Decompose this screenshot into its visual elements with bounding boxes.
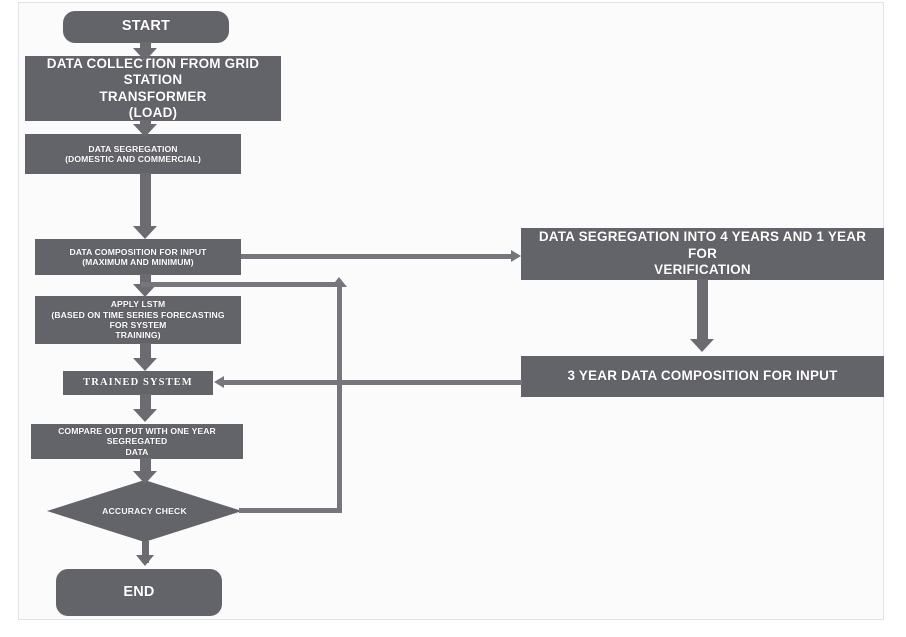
node-three-year-composition-label: 3 YEAR DATA COMPOSITION FOR INPUT: [567, 368, 838, 384]
edge-composition-to-lstm-arrow: [133, 284, 157, 297]
node-compare-output-text: COMPARE OUT PUT WITH ONE YEAR SEGREGATED…: [37, 426, 237, 457]
node-apply-lstm-line1: APPLY LSTM: [110, 299, 166, 310]
node-trained-system[interactable]: TRAINED SYSTEM: [63, 371, 213, 395]
node-data-segregation-text: DATA SEGREGATION (DOMESTIC AND COMMERCIA…: [31, 144, 235, 165]
node-end-label: END: [123, 583, 155, 600]
node-end[interactable]: END: [56, 569, 222, 616]
edge-accuracy-feedback-arrow: [331, 277, 347, 287]
edge-start-to-data-collection-arrow: [133, 48, 157, 61]
node-data-collection-text: DATA COLLECTION FROM GRID STATION TRANSF…: [31, 56, 275, 122]
node-apply-lstm-line2: (BASED ON TIME SERIES FORECASTING FOR SY…: [51, 309, 225, 330]
node-accuracy-check[interactable]: ACCURACY CHECK: [47, 480, 242, 542]
edge-composition-to-lstm-shaft: [140, 274, 151, 288]
edge-three-year-to-trained-arrow: [214, 376, 224, 388]
node-segregation-years-line1: DATA SEGREGATION INTO 4 YEARS AND 1 YEAR…: [538, 229, 867, 261]
node-data-composition[interactable]: DATA COMPOSITION FOR INPUT (MAXIMUM AND …: [35, 239, 241, 275]
edge-trained-to-compare-shaft: [140, 394, 151, 414]
node-trained-system-label: TRAINED SYSTEM: [83, 376, 193, 388]
edge-accuracy-to-end-arrow: [136, 555, 154, 566]
edge-lstm-to-trained-arrow: [133, 358, 157, 371]
edge-lstm-to-trained-shaft: [140, 343, 151, 363]
node-compare-output-line2: DATA: [125, 446, 149, 457]
node-start-label: START: [121, 18, 171, 35]
node-accuracy-check-label: ACCURACY CHECK: [102, 506, 187, 516]
edge-accuracy-feedback-horizontal-bottom: [239, 508, 342, 513]
edge-segregation-years-to-three-year-shaft: [697, 279, 708, 343]
node-start[interactable]: START: [63, 11, 229, 43]
edge-accuracy-feedback-vertical: [337, 284, 342, 511]
node-apply-lstm-text: APPLY LSTM (BASED ON TIME SERIES FORECAS…: [41, 299, 235, 341]
node-segregation-years-line2: VERIFICATION: [654, 262, 751, 278]
edge-three-year-to-trained-line: [224, 380, 522, 385]
edge-data-collection-to-segregation-arrow: [133, 124, 157, 137]
edge-accuracy-to-end-shaft: [142, 541, 149, 563]
node-three-year-composition[interactable]: 3 YEAR DATA COMPOSITION FOR INPUT: [521, 356, 884, 397]
node-segregation-years[interactable]: DATA SEGREGATION INTO 4 YEARS AND 1 YEAR…: [521, 228, 884, 280]
edge-segregation-to-composition-arrow: [133, 226, 157, 239]
node-data-collection-line1: DATA COLLECTION FROM GRID STATION: [46, 55, 260, 88]
edge-composition-to-segregation-years-arrow: [511, 250, 521, 262]
node-data-collection[interactable]: DATA COLLECTION FROM GRID STATION TRANSF…: [25, 56, 281, 121]
edge-compare-to-accuracy-arrow: [133, 471, 157, 484]
diagram-canvas: START DATA COLLECTION FROM GRID STATION …: [18, 2, 884, 620]
node-data-composition-line1: DATA COMPOSITION FOR INPUT: [69, 246, 207, 257]
node-data-composition-text: DATA COMPOSITION FOR INPUT (MAXIMUM AND …: [41, 247, 235, 268]
node-data-segregation-line2: (DOMESTIC AND COMMERCIAL): [65, 154, 201, 164]
node-data-collection-line3: (LOAD): [128, 104, 178, 120]
edge-accuracy-feedback-horizontal-top: [141, 282, 340, 287]
edge-segregation-to-composition-shaft: [140, 173, 151, 228]
node-data-composition-line2: (MAXIMUM AND MINIMUM): [82, 257, 194, 267]
node-apply-lstm-line3: TRAINING): [115, 330, 161, 341]
edge-compare-to-accuracy-shaft: [140, 458, 151, 476]
node-compare-output-line1: COMPARE OUT PUT WITH ONE YEAR SEGREGATED: [58, 425, 216, 447]
edge-composition-to-segregation-years-line: [241, 254, 513, 259]
edge-trained-to-compare-arrow: [133, 409, 157, 422]
node-data-collection-line2: TRANSFORMER: [99, 88, 207, 104]
node-data-segregation[interactable]: DATA SEGREGATION (DOMESTIC AND COMMERCIA…: [25, 134, 241, 174]
node-apply-lstm[interactable]: APPLY LSTM (BASED ON TIME SERIES FORECAS…: [35, 296, 241, 344]
edge-segregation-years-to-three-year-arrow: [690, 339, 714, 352]
node-segregation-years-text: DATA SEGREGATION INTO 4 YEARS AND 1 YEAR…: [527, 229, 878, 278]
node-data-segregation-line1: DATA SEGREGATION: [88, 143, 178, 154]
node-compare-output[interactable]: COMPARE OUT PUT WITH ONE YEAR SEGREGATED…: [31, 424, 243, 459]
